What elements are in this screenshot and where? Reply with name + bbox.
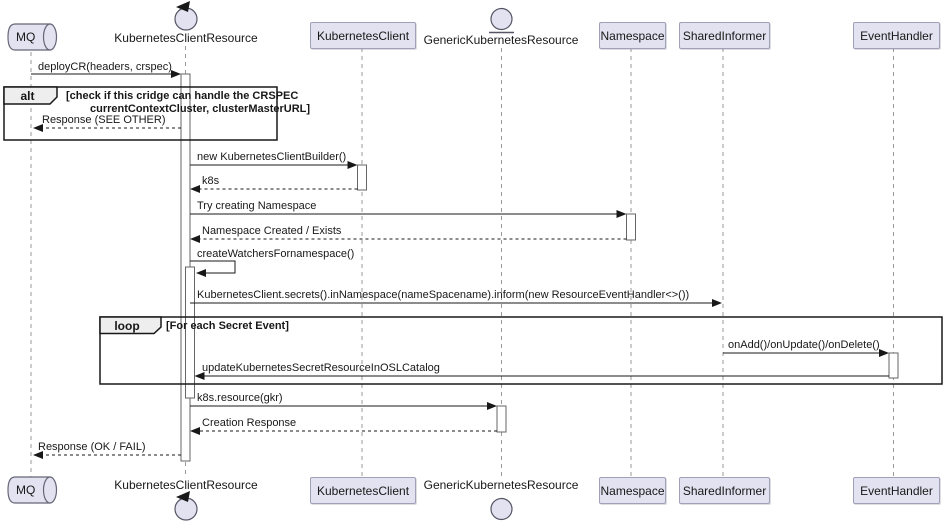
arrow-namespace-created — [190, 235, 627, 243]
message-label-response-see-other: Response (SEE OTHER) — [42, 114, 166, 126]
message-label-update-secret: updateKubernetesSecretResourceInOSLCatal… — [202, 362, 440, 374]
participant-name-mq-top: MQ — [16, 30, 36, 44]
alt-guard-line1: [check if this cridge can handle the CRS… — [66, 90, 299, 102]
participant-name-kc-bottom: KubernetesClient — [316, 483, 410, 498]
loop-frame — [99, 316, 943, 385]
loop-frame-label: loop — [114, 319, 140, 333]
participant-name-si-top: SharedInformer — [682, 28, 767, 43]
message-label-ns-created: Namespace Created / Exists — [202, 225, 342, 237]
alt-frame — [3, 86, 278, 141]
entity-icon-top — [489, 7, 514, 34]
lifelines — [30, 46, 894, 477]
participant-name-kcr-bottom: KubernetesClientResource — [114, 478, 258, 492]
alt-frame-label-pentagon — [3, 86, 58, 105]
arrow-k8s-return — [190, 185, 358, 193]
activation-kcr-nested — [185, 266, 195, 399]
message-label-response-ok-fail: Response (OK / FAIL) — [38, 441, 146, 453]
control-icon-top — [174, 1, 198, 31]
arrow-creation-response — [190, 427, 497, 435]
control-icon-bottom — [174, 491, 198, 521]
loop-frame-label-pentagon — [99, 316, 162, 335]
arrow-try-creating-namespace — [190, 210, 627, 218]
mq-queue-icon-bottom — [7, 476, 58, 504]
activation-ns — [626, 213, 636, 241]
entity-icon-bottom — [490, 497, 513, 521]
message-label-create-watchers: createWatchersFornamespace() — [197, 248, 355, 260]
activation-gkr — [496, 405, 507, 433]
mq-queue-icon-top — [7, 23, 58, 51]
participant-box-eh-top: EventHandler — [853, 22, 940, 49]
arrow-inform — [190, 299, 722, 307]
participant-box-kc-top: KubernetesClient — [310, 22, 416, 49]
message-label-new-builder: new KubernetesClientBuilder() — [197, 151, 347, 163]
message-label-try-creating-ns: Try creating Namespace — [197, 200, 317, 212]
participant-box-si-top: SharedInformer — [679, 22, 770, 49]
alt-guard-line2: currentContextCluster, clusterMasterURL] — [90, 103, 311, 115]
participant-name-ns-bottom: Namespace — [600, 483, 665, 498]
message-label-deploycr: deployCR(headers, crspec) — [38, 61, 172, 73]
participant-name-eh-top: EventHandler — [860, 28, 933, 43]
participant-name-kc-top: KubernetesClient — [316, 28, 410, 43]
arrow-deploycr — [31, 70, 181, 78]
participant-name-gkr-top: GenericKubernetesResource — [423, 33, 579, 47]
message-label-creation-response: Creation Response — [202, 417, 297, 429]
activation-eh — [888, 352, 899, 379]
arrow-response-see-other — [33, 124, 181, 132]
arrow-on-add-update-delete — [723, 349, 889, 357]
participant-name-mq-bottom: MQ — [16, 483, 36, 497]
message-label-k8s-resource: k8s.resource(gkr) — [197, 392, 283, 404]
loop-guard: [For each Secret Event] — [166, 320, 289, 332]
arrow-create-watchers-self — [190, 260, 236, 277]
participant-name-si-bottom: SharedInformer — [682, 483, 767, 498]
participant-box-kc-bottom: KubernetesClient — [310, 477, 416, 504]
arrow-new-k8s-client-builder — [190, 161, 358, 169]
message-arrows — [31, 70, 889, 459]
participant-name-kcr-top: KubernetesClientResource — [114, 31, 258, 45]
participant-name-eh-bottom: EventHandler — [860, 483, 933, 498]
participant-name-ns-top: Namespace — [600, 28, 665, 43]
participant-box-ns-top: Namespace — [599, 22, 666, 49]
participant-box-si-bottom: SharedInformer — [679, 477, 770, 504]
alt-frame-label: alt — [20, 89, 35, 103]
message-label-on-add: onAdd()/onUpdate()/onDelete() — [728, 339, 880, 351]
participant-box-ns-bottom: Namespace — [599, 477, 666, 504]
participant-box-eh-bottom: EventHandler — [853, 477, 940, 504]
arrow-update-secret-resource — [194, 372, 889, 380]
participant-name-gkr-bottom: GenericKubernetesResource — [423, 478, 579, 492]
activation-kc — [357, 164, 367, 191]
arrow-k8s-resource-gkr — [190, 402, 497, 410]
arrow-response-ok-fail — [33, 451, 181, 459]
message-label-k8s: k8s — [202, 175, 220, 187]
message-label-inform: KubernetesClient.secrets().inNamespace(n… — [197, 289, 690, 301]
activation-bars — [180, 73, 899, 462]
